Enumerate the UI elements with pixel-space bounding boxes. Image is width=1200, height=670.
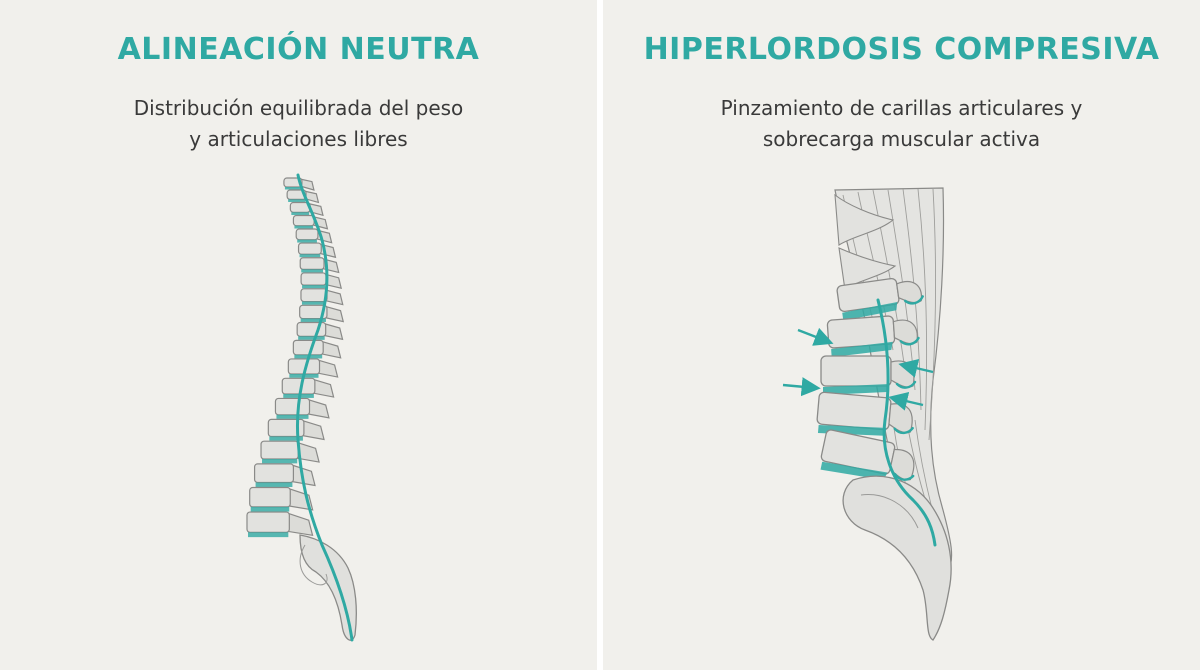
intervertebral-disc xyxy=(297,239,317,243)
vertebra xyxy=(249,486,291,508)
hyperlordosis-subtitle-line-2: sobrecarga muscular activa xyxy=(762,127,1041,151)
spinous-process xyxy=(323,322,344,341)
intervertebral-disc xyxy=(262,459,298,464)
spinous-process xyxy=(301,419,325,441)
intervertebral-disc xyxy=(276,414,309,419)
spinous-process xyxy=(316,359,339,378)
vertebra xyxy=(296,321,327,337)
intervertebral-disc xyxy=(288,199,306,202)
vertebra xyxy=(246,511,290,533)
compression-arrow-icon xyxy=(782,327,934,411)
intervertebral-disc xyxy=(299,254,321,258)
intervertebral-disc xyxy=(301,269,324,273)
intervertebral-disc xyxy=(300,318,326,322)
hyperlordosis-subtitle-line-1: Pinzamiento de carillas articulares y xyxy=(720,96,1083,120)
intervertebral-disc xyxy=(294,225,314,229)
vertebra xyxy=(281,377,316,395)
neutral-spine-illustration xyxy=(246,173,357,642)
sacrum-detail xyxy=(860,494,919,529)
intervertebral-disc xyxy=(247,532,289,538)
hyperlordosis-panel: HIPERLORDOSIS COMPRESIVA Pinzamiento de … xyxy=(603,0,1200,670)
compressed-disc xyxy=(823,384,889,395)
intervertebral-disc xyxy=(301,301,327,305)
intervertebral-disc xyxy=(291,212,310,215)
nerve-line xyxy=(876,298,937,547)
spinal-cord-line xyxy=(295,173,354,642)
vertebra xyxy=(299,257,325,270)
vertebra xyxy=(292,214,315,227)
lumbar-vertebral-column xyxy=(816,277,924,481)
facet-pinch-marker xyxy=(903,295,924,305)
lumbar-vertebra xyxy=(826,315,920,358)
sacrum-side xyxy=(299,544,328,586)
sacrum-shape xyxy=(299,534,357,641)
vertebra xyxy=(253,463,295,484)
vertebra xyxy=(297,242,322,255)
vertebra xyxy=(274,397,311,416)
spinous-process xyxy=(312,378,335,398)
intervertebral-disc xyxy=(255,482,293,487)
vertebra xyxy=(295,228,319,241)
facet-pinch-marker xyxy=(899,336,920,346)
lumbar-vertebra xyxy=(820,429,915,481)
neutral-alignment-panel: ALINEACIÓN NEUTRA Distribución equilibra… xyxy=(0,0,597,670)
compressed-disc xyxy=(842,301,898,321)
neutral-alignment-title: ALINEACIÓN NEUTRA xyxy=(117,32,480,67)
spinous-process xyxy=(324,305,345,323)
spinous-process xyxy=(306,398,330,419)
intervertebral-disc xyxy=(269,436,303,441)
compressed-disc xyxy=(820,461,888,480)
compressed-disc xyxy=(831,341,893,358)
hyperlordosis-title: HIPERLORDOSIS COMPRESIVA xyxy=(643,32,1160,67)
neutral-alignment-subtitle: Distribución equilibrada del peso y arti… xyxy=(0,93,597,155)
spinous-process xyxy=(286,512,314,537)
facet-pinch-marker xyxy=(893,473,915,481)
facet-pinch-marker xyxy=(895,380,917,389)
intervertebral-disc xyxy=(302,285,326,289)
neutral-subtitle-line-2: y articulaciones libres xyxy=(189,127,408,151)
intervertebral-disc xyxy=(284,187,301,190)
spinous-process xyxy=(320,340,342,359)
lumbar-vertebra xyxy=(836,277,924,321)
hyperlordosis-subtitle: Pinzamiento de carillas articulares y so… xyxy=(603,93,1200,155)
intervertebral-disc xyxy=(250,506,290,512)
vertebra xyxy=(300,272,327,286)
vertebra xyxy=(300,288,328,303)
vertebra xyxy=(260,440,299,460)
intervertebral-disc xyxy=(298,336,325,340)
lumbar-hyperlordosis-illustration xyxy=(782,187,953,641)
neutral-subtitle-line-1: Distribución equilibrada del peso xyxy=(133,96,464,120)
vertebra xyxy=(292,339,324,356)
facet-pinch-marker xyxy=(893,426,914,435)
sacrum-shape xyxy=(842,475,952,641)
